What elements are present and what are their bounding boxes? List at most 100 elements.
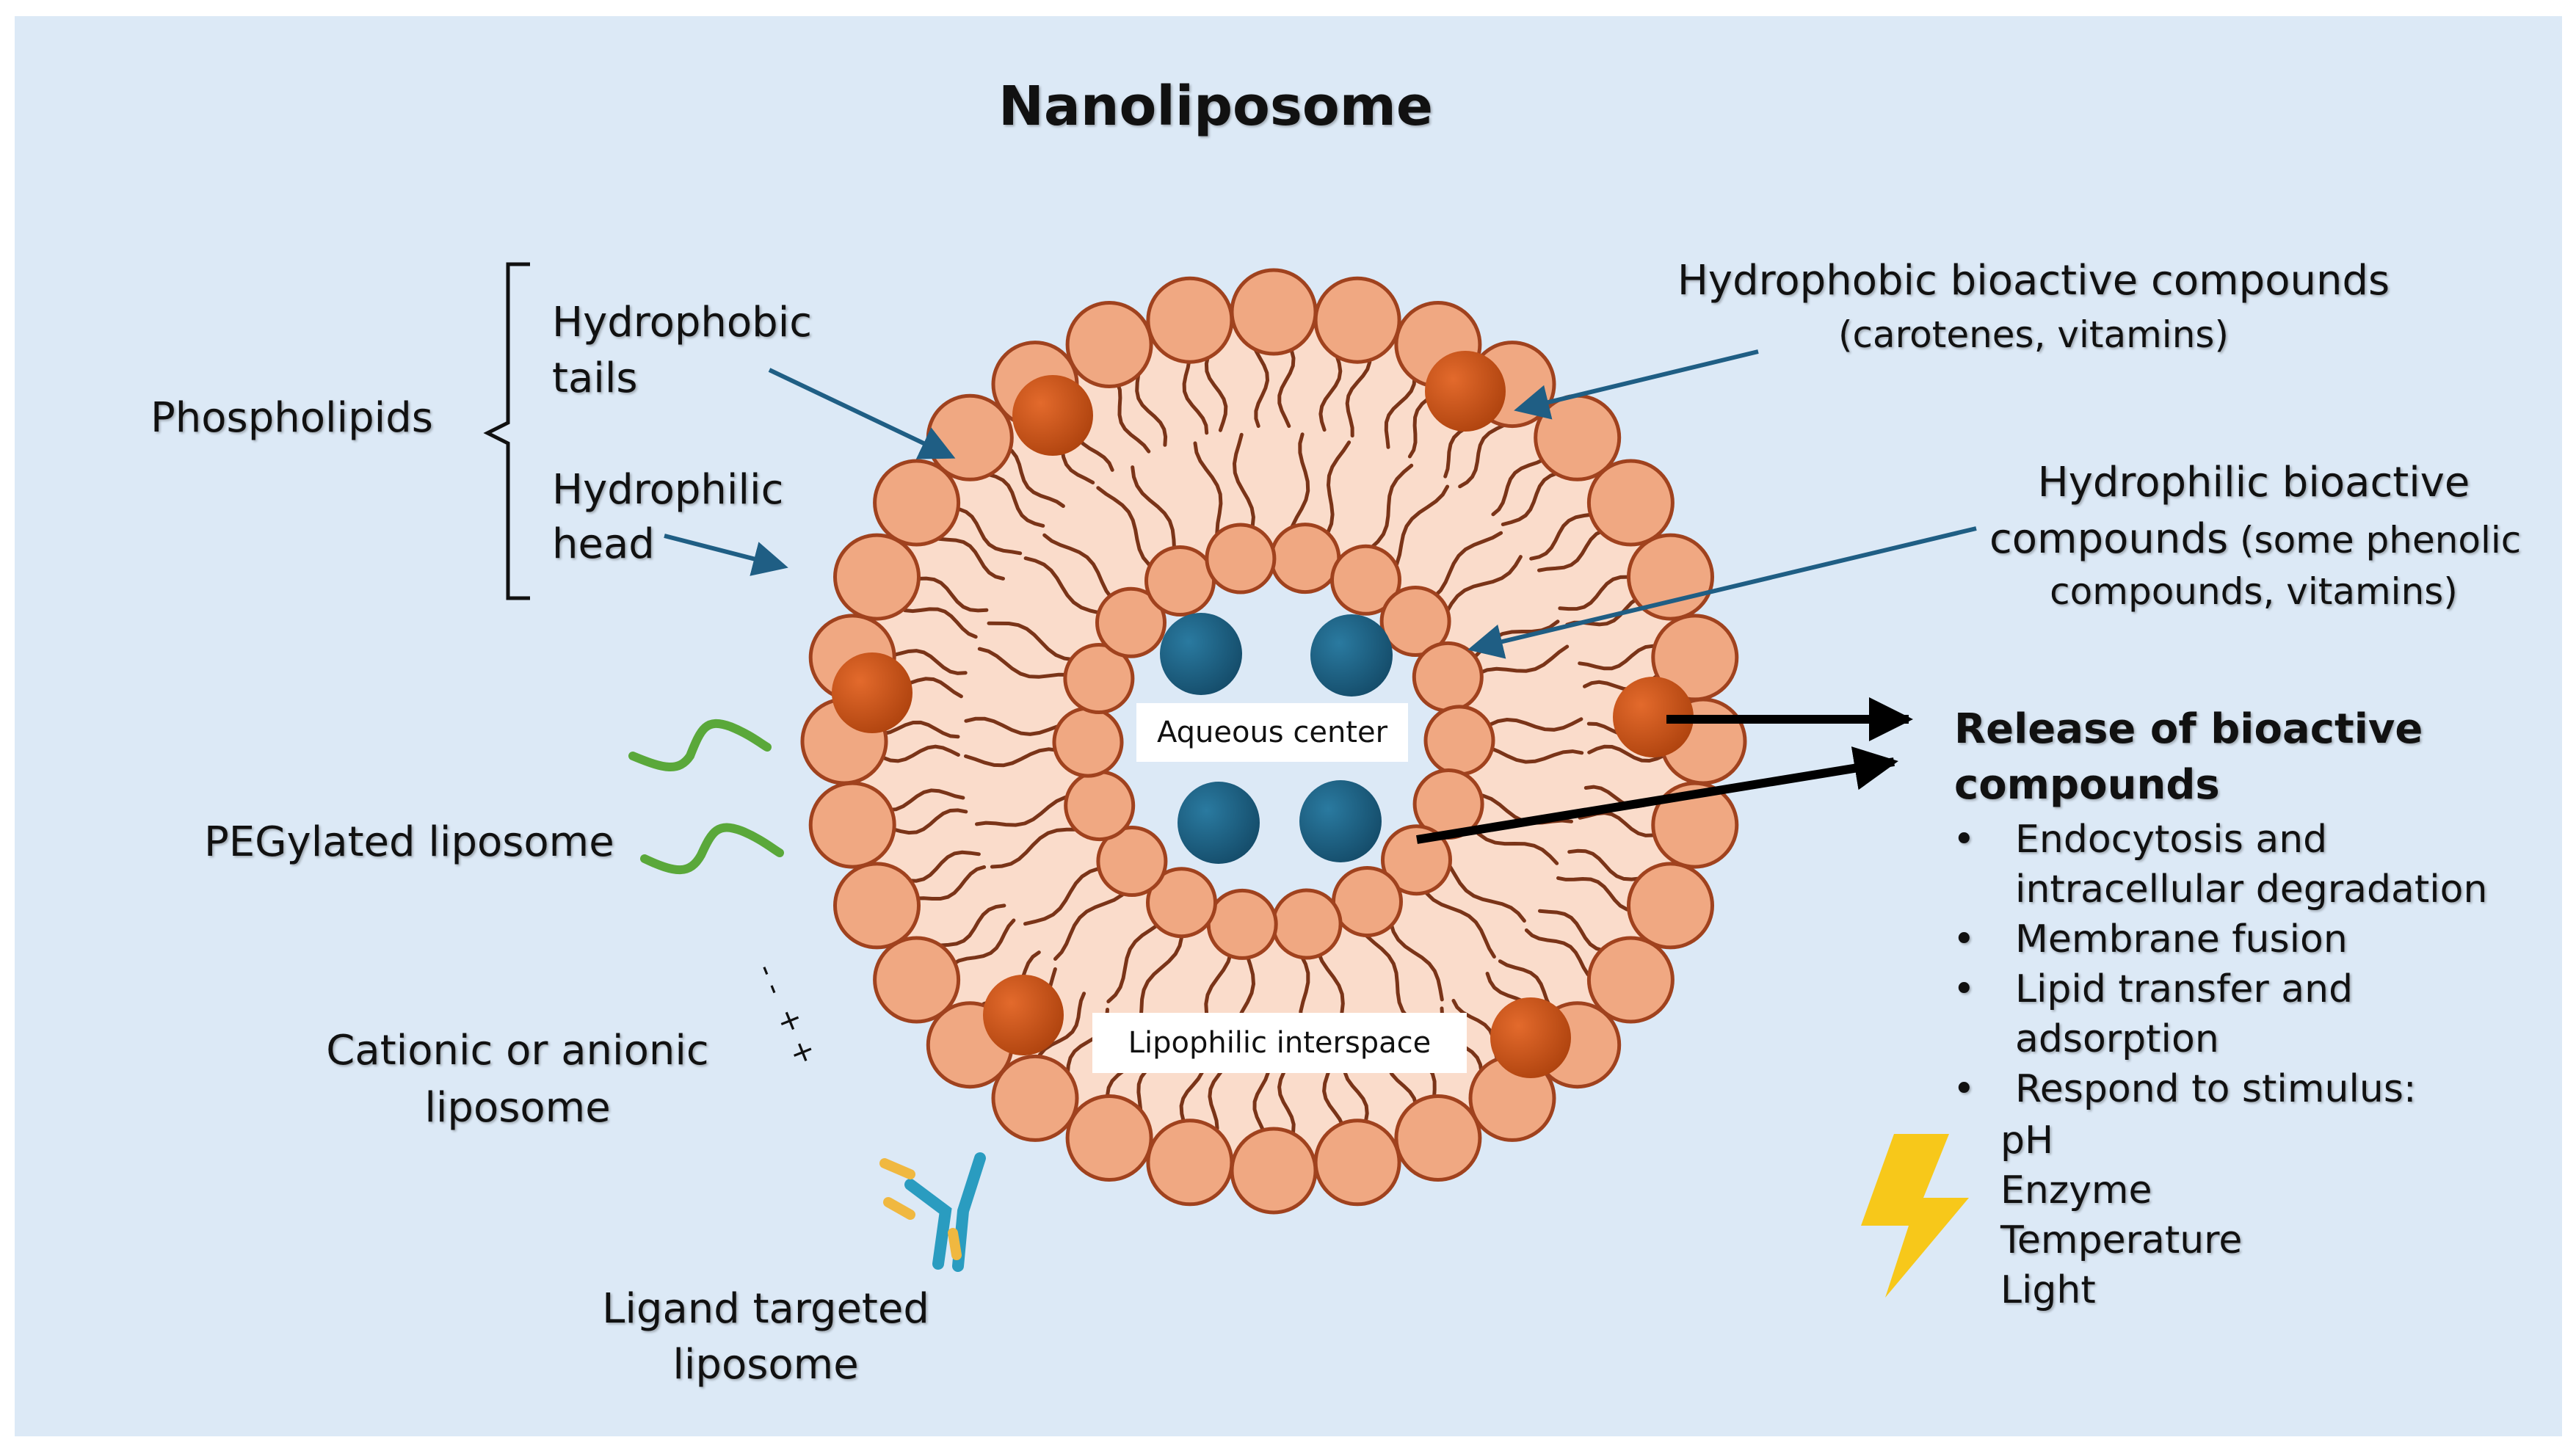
lipid-tail [880,720,960,739]
lipid-tail [1538,909,1606,953]
peg-chain-icon [628,719,784,875]
lipid-tail [1193,441,1223,535]
lipid-tail [987,621,1076,662]
lipid-head-inner [1271,888,1343,960]
lipid-tail [1115,380,1151,454]
hydrophobic-examples-label: (carotenes, vitamins) [1838,313,2229,356]
lipophilic-interspace-label: Lipophilic interspace [1092,1013,1467,1073]
lipid-tail [975,795,1067,827]
lipid-tail [890,649,968,675]
tails-arrow [768,368,956,459]
release-arrows [1416,697,1913,844]
lipid-tail [903,607,978,639]
head-label-line2: head [552,520,655,568]
lipid-tail [1587,744,1667,763]
lipid-head-outer [1651,781,1739,869]
lipid-tail [906,850,981,883]
lipid-tail [1096,486,1152,567]
tails-label-line2: tails [552,354,638,402]
lipid-tail [1106,922,1161,1003]
lipid-head-inner [1379,586,1451,657]
release-item: Respond to stimulus: [1953,1064,2487,1114]
hydrophilic-compounds-line1: Hydrophilic bioactive [2037,459,2470,506]
lipid-tail [1023,556,1103,615]
lipid-head-outer [1146,1119,1234,1207]
stimulus-light: Light [2000,1268,2096,1312]
hydrophilic-compounds-examples: (some phenolic [2228,519,2522,561]
lipid-tail [1365,934,1411,1021]
lipid-head-outer [808,781,896,869]
lipid-tail [1432,531,1503,599]
release-heading-line2: compounds [1954,761,2220,809]
lipid-head-inner [1146,867,1217,939]
lipid-tail [1445,555,1523,614]
lipid-tail [1053,892,1125,961]
lipid-head-outer [1394,1094,1482,1182]
hydrophobic-compound [832,652,913,733]
lipid-tail [937,537,1005,581]
hydrophilic-compounds-line3: compounds, vitamins) [2050,570,2458,613]
head-arrow [664,534,788,576]
lightning-icon [1861,1134,1969,1298]
lipid-tail [1556,876,1629,912]
lipid-tail [1501,470,1561,526]
ligand-label-line2: liposome [672,1341,859,1389]
lipid-head-outer [1586,936,1675,1024]
lipid-tail [890,808,968,835]
hydrophilic-compound [1160,613,1242,695]
lipid-tail [1037,992,1086,1057]
lipid-tail [1470,825,1559,865]
lipid-head-inner [1144,545,1216,617]
lipid-tail [1388,920,1444,1002]
lipid-tail [1345,360,1372,438]
ligand-label-line1: Ligand targeted [602,1285,929,1333]
peg-chain [640,823,784,875]
release-heading-line1: Release of bioactive [1954,705,2423,753]
lipid-head-inner [1269,523,1341,594]
aqueous-center-label: Aqueous center [1136,703,1408,762]
peg-chain [628,719,772,771]
lipid-tail [1491,457,1547,517]
charge-plus: + + [770,1003,824,1070]
lipid-head-outer [1313,276,1401,364]
lipid-head-inner [1332,866,1403,937]
head-label-line1: Hydrophilic [552,466,784,514]
stimulus-temperature: Temperature [2000,1218,2243,1262]
charged-label-line1: Cationic or anionic [326,1027,709,1074]
lipid-head-outer [873,459,961,547]
pointer-arrows [664,349,1977,659]
lipid-tail [1458,423,1506,489]
hydrophobic-compound-arrow [1514,349,1759,420]
charge-minus: - - [750,959,792,1000]
lipid-head-inner [1330,544,1401,616]
lipid-head-outer [833,862,921,950]
lipid-head-outer [1065,1094,1153,1182]
lipid-head-inner [1064,770,1136,842]
pegylated-label: PEGylated liposome [204,818,614,866]
hydrophobic-bioactive-compounds [832,351,1694,1078]
lipid-tail [1368,463,1414,550]
lipid-tail [1277,349,1296,428]
lipid-tail [977,647,1070,679]
hydrophilic-compound [1299,780,1382,862]
lipid-tail [1254,349,1270,428]
lipid-tail [1131,465,1177,552]
lipid-tail [1326,440,1352,534]
lipid-tail [1524,928,1590,977]
hydrophilic-compounds-line2: compounds (some phenolic [1989,512,2521,567]
hydrophobic-compound [1490,997,1571,1078]
lipid-head-inner [1063,643,1135,714]
charged-label-line2: liposome [424,1084,611,1132]
lipid-tail [1425,891,1496,959]
lipid-head-outer [833,533,921,621]
lipid-head-inner [1205,523,1277,594]
page-title: Nanoliposome [998,75,1434,138]
lipid-tail [1529,512,1594,561]
lipid-tail [964,747,1060,768]
lipid-tail [950,918,1016,967]
lipid-tail [1290,432,1310,528]
lipid-head-inner [1381,824,1452,896]
lipid-tail [913,865,987,901]
